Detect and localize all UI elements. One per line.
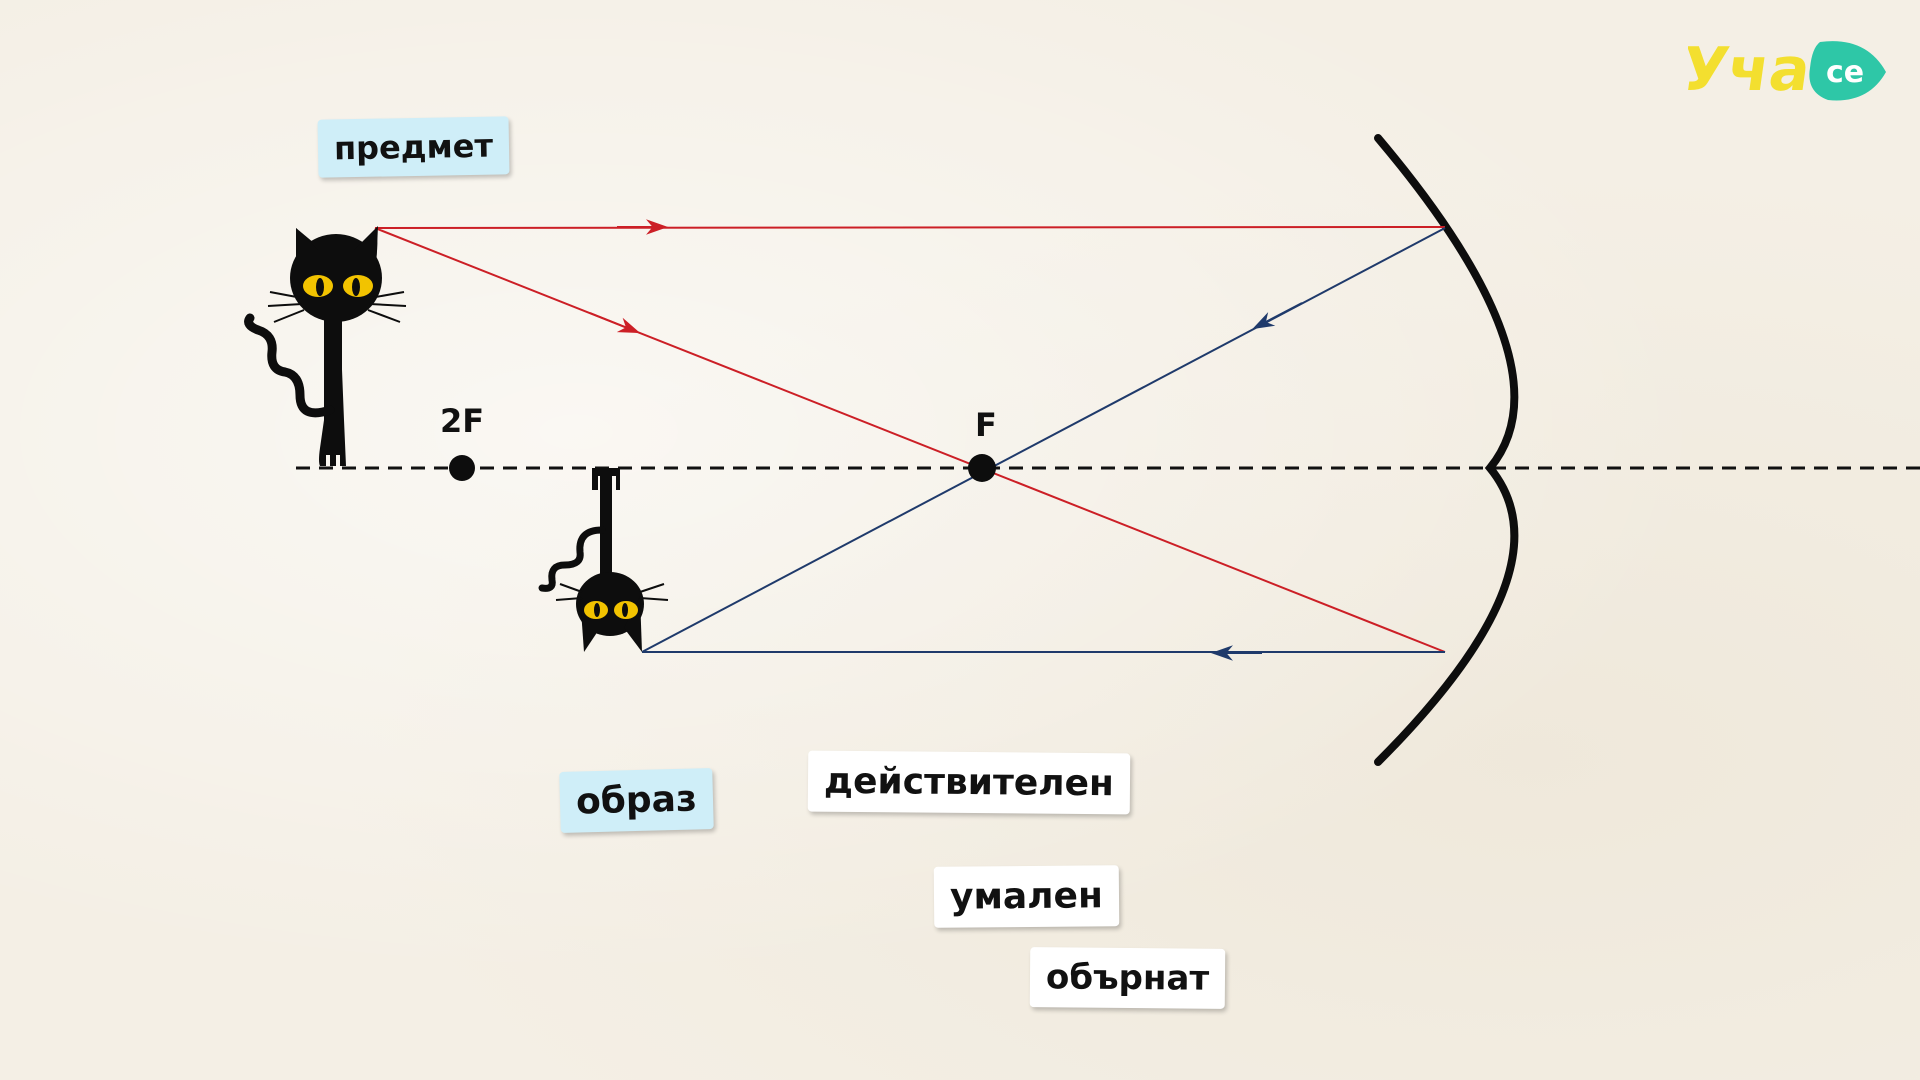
reflected-ray-through-focus-arrow [1252,302,1303,330]
reflected-ray-through-focus [641,227,1446,653]
uchase-logo: Уча се [1677,28,1898,108]
incident-ray-through-focus-arrow [589,312,641,334]
image-cat-icon [538,468,669,652]
incident-ray-through-focus [374,227,1446,653]
incident-ray-parallel [374,226,1446,229]
image-label-card: образ [559,768,714,833]
logo-badge-icon [1809,41,1886,101]
logo-text-badge: се [1826,55,1864,90]
object-cat-icon [244,226,407,466]
object-label-card: предмет [317,116,510,178]
label-f: F [975,406,997,444]
label-2f: 2F [440,402,485,440]
property-real-card: действителен [807,750,1131,815]
property-inverted-card: обърнат [1029,947,1226,1009]
point-2f [449,455,475,481]
concave-mirror [1374,134,1519,766]
point-f [968,454,996,482]
property-reduced-card: умален [933,865,1120,928]
logo-text-main: Уча [1688,35,1815,105]
